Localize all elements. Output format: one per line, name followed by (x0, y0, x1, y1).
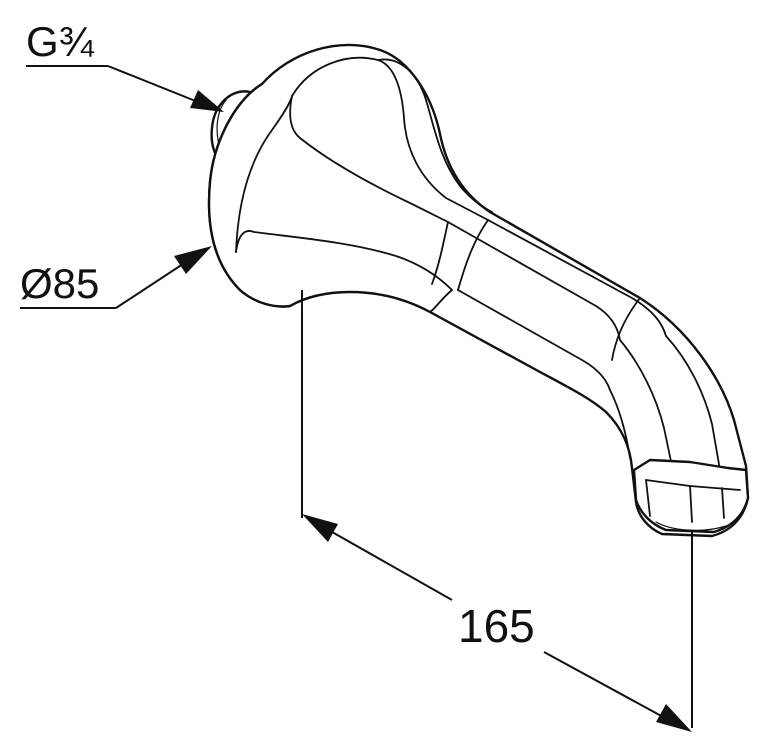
thread-size-label: G¾ (26, 18, 95, 65)
flange-diameter-callout: Ø85 (20, 246, 212, 309)
bath-spout (207, 43, 750, 538)
flange-diameter-label: Ø85 (20, 260, 99, 307)
projection-length-label: 165 (458, 600, 535, 652)
projection-dimension: 165 (301, 290, 693, 732)
dimension-arrowhead-start (302, 514, 338, 542)
thread-size-callout: G¾ (26, 18, 224, 112)
thread-leader-arrowhead (190, 90, 224, 112)
dimension-arrowhead-end (656, 704, 692, 732)
spout-facet-top (291, 56, 489, 221)
diameter-leader-arrowhead (174, 246, 212, 274)
